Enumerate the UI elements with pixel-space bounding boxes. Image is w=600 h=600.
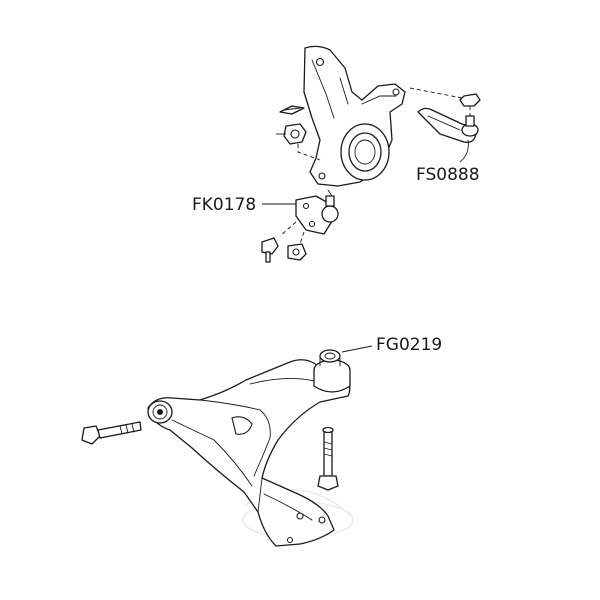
label-ball-joint: FK0178 [192,195,256,215]
steering-knuckle [303,45,406,187]
ball-joint-bolts [261,237,307,263]
leader-control-arm [341,345,373,353]
label-tie-rod-end: FS0888 [416,165,480,185]
ball-joint [279,189,339,245]
control-arm-front-bolt [81,421,142,445]
label-control-arm: FG0219 [376,335,442,355]
tie-rod-end [409,87,481,163]
control-arm-rear-bolt [317,426,339,491]
lower-control-arm [147,349,351,547]
knuckle-bolt-set [276,105,321,161]
